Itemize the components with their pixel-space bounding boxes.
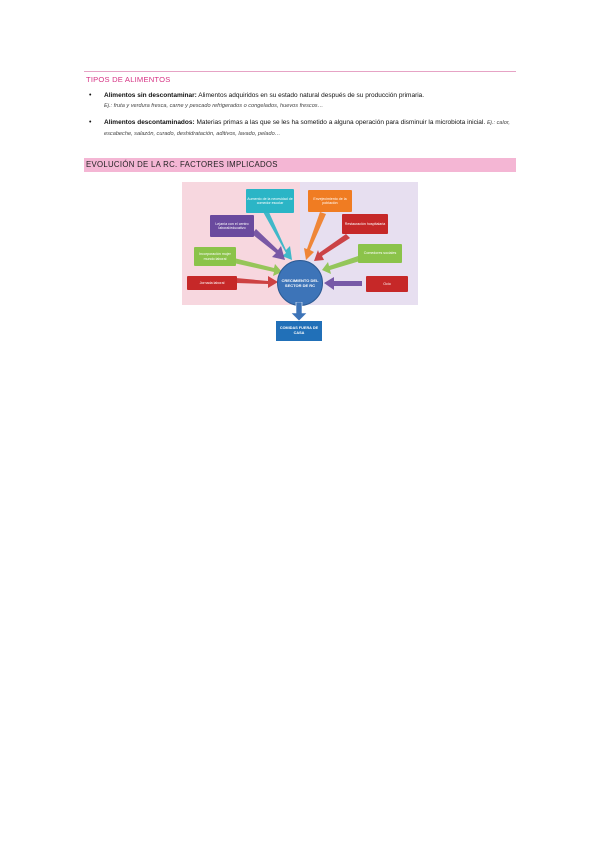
item-example: Ej.: fruta y verdura fresca, carne y pes…	[104, 102, 324, 109]
bullet-dot-icon: •	[89, 92, 92, 99]
bullet-list: • Alimentos sin descontaminar: Alimentos…	[88, 91, 516, 146]
section-rule	[84, 71, 516, 72]
list-item: • Alimentos descontaminados: Materias pr…	[88, 118, 516, 139]
factors-diagram: Aumento de la necesidad de comedor escol…	[182, 182, 418, 306]
arrow-sociales	[322, 256, 360, 274]
arrow-escolar	[262, 210, 292, 260]
bullet-dot-icon: •	[89, 119, 92, 126]
center-circle: CRECIMIENTO DEL SECTOR DE RC	[277, 260, 323, 306]
down-arrow-icon	[290, 302, 308, 322]
box-lejania: Lejanía con el centro laboral/educativo	[210, 215, 254, 237]
section-title-tipos: TIPOS DE ALIMENTOS	[86, 75, 171, 84]
box-ocio: Ocio	[366, 276, 408, 292]
arrow-mujer	[229, 257, 282, 276]
item-text: Materias primas a las que se les ha some…	[194, 119, 486, 126]
arrow-ocio	[324, 277, 362, 290]
diagram-arrows	[229, 210, 362, 290]
arrow-jornada	[236, 276, 278, 288]
box-comedor-escolar: Aumento de la necesidad de comedor escol…	[246, 189, 294, 213]
output-box: COMIDAS FUERA DE CASA	[276, 321, 322, 341]
arrow-envejecimiento	[304, 212, 326, 260]
section-title-evolucion: EVOLUCIÓN DE LA RC. FACTORES IMPLICADOS	[86, 160, 278, 169]
box-incorporacion-mujer: Incorporación mujer mundo laboral	[194, 247, 236, 266]
box-jornada-laboral: Jornada laboral	[187, 276, 237, 290]
item-example: Ej.: calor, escabeche, salazón, curado, …	[104, 120, 510, 137]
list-item: • Alimentos sin descontaminar: Alimentos…	[88, 91, 516, 111]
box-restauracion-hospitalaria: Restauración hospitalaria	[342, 214, 388, 234]
item-bold-label: Alimentos descontaminados:	[104, 119, 195, 126]
arrow-hospitalaria	[314, 234, 350, 261]
arrow-lejania	[252, 229, 285, 260]
item-bold-label: Alimentos sin descontaminar:	[104, 92, 197, 99]
section-band: EVOLUCIÓN DE LA RC. FACTORES IMPLICADOS	[84, 158, 516, 172]
box-envejecimiento: Envejecimiento de la población	[308, 190, 352, 212]
item-text: Alimentos adquiridos en su estado natura…	[196, 92, 425, 99]
box-comedores-sociales: Comedores sociales	[358, 244, 402, 263]
